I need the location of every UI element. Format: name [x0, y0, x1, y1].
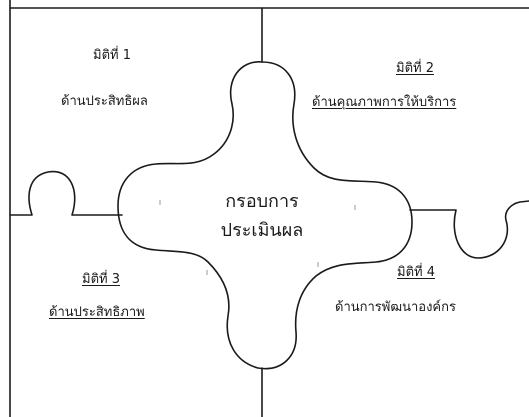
- dimension-1-subtitle: ด้านประสิทธิผล: [61, 94, 148, 109]
- divider-right: [409, 200, 529, 259]
- dimension-4-subtitle: ด้านการพัฒนาองค์กร: [335, 300, 456, 315]
- center-title-line-2: ประเมินผล: [220, 220, 304, 241]
- divider-left: [9, 170, 123, 216]
- dimension-2-heading: มิติที่ 2: [396, 61, 434, 76]
- dimension-4-heading: มิติที่ 4: [397, 265, 435, 280]
- dimension-3-heading: มิติที่ 3: [82, 272, 120, 287]
- dimension-3-subtitle: ด้านประสิทธิภาพ: [49, 305, 145, 320]
- center-title-line-1: กรอบการ: [225, 191, 299, 212]
- center-piece-outline: [117, 61, 413, 370]
- dimension-1-heading: มิติที่ 1: [93, 48, 131, 63]
- dimension-2-subtitle: ด้านคุณภาพการให้บริการ: [312, 95, 457, 110]
